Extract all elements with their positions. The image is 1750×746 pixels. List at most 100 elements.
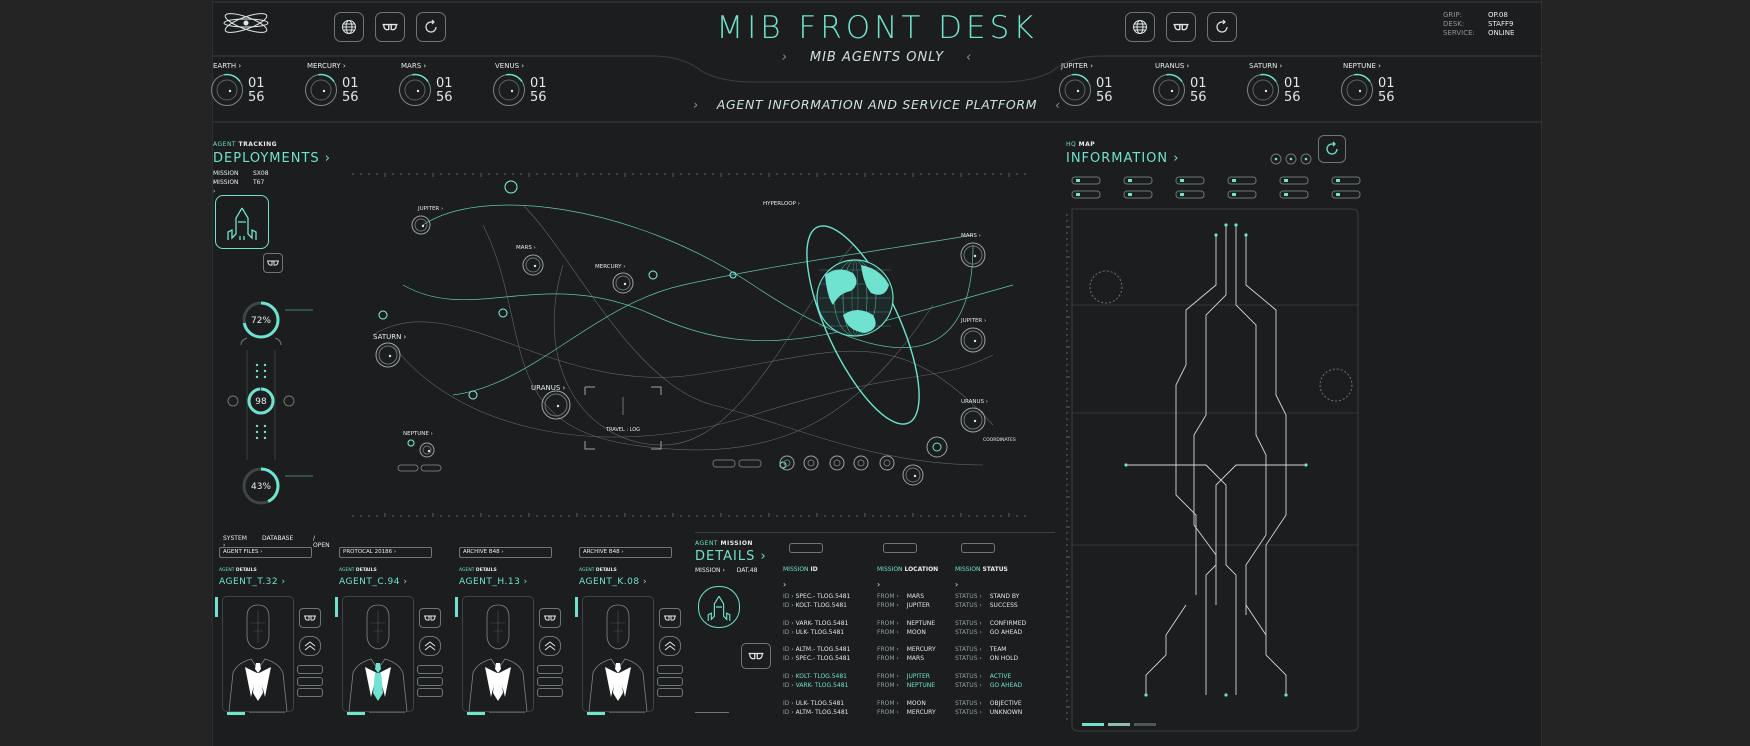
agent-toggle[interactable] xyxy=(657,677,683,686)
mission-ship-button[interactable] xyxy=(698,586,740,628)
map-label[interactable]: MARS › xyxy=(961,233,981,239)
map-toggle[interactable] xyxy=(712,459,736,468)
agent-toggle[interactable] xyxy=(657,665,683,674)
map-planet-marker[interactable] xyxy=(960,327,986,353)
agent-name-link[interactable]: AGENT_K.08 › xyxy=(579,577,648,587)
mission-filter-toggle[interactable] xyxy=(961,543,995,553)
breadcrumb-item[interactable]: SYSTEM › xyxy=(223,535,247,549)
map-control-knob[interactable] xyxy=(829,455,845,471)
planet-name-r0[interactable]: JUPITER › xyxy=(1061,62,1094,70)
map-label[interactable]: MARS › xyxy=(516,245,536,251)
hq-toggle[interactable] xyxy=(1071,190,1101,199)
mission-filter-toggle[interactable] xyxy=(789,543,823,553)
agent-rank-button[interactable] xyxy=(659,636,681,656)
table-header[interactable]: MISSION STATUS xyxy=(955,566,1008,573)
agent-toggle[interactable] xyxy=(537,688,563,697)
map-planet-marker[interactable] xyxy=(612,272,634,294)
planet-name-l2[interactable]: MARS › xyxy=(401,62,427,70)
map-control-knob[interactable] xyxy=(853,455,869,471)
agent-portrait-card[interactable] xyxy=(222,596,294,712)
agent-toggle[interactable] xyxy=(537,677,563,686)
refresh-button-right[interactable] xyxy=(1207,12,1237,42)
hq-toggle[interactable] xyxy=(1279,190,1309,199)
agent-rank-button[interactable] xyxy=(539,636,561,656)
planet-dial[interactable] xyxy=(398,73,432,107)
agent-file-tab[interactable]: AGENT FILES › xyxy=(219,547,312,558)
map-label[interactable]: URANUS › xyxy=(531,384,566,392)
map-toggle[interactable] xyxy=(738,459,762,468)
hq-toggle[interactable] xyxy=(1331,190,1361,199)
agent-toggle[interactable] xyxy=(417,688,443,697)
map-toggle[interactable] xyxy=(420,464,442,472)
globe-button-right[interactable] xyxy=(1125,12,1155,42)
planet-name-r3[interactable]: NEPTUNE › xyxy=(1343,62,1381,70)
agent-toggle[interactable] xyxy=(657,688,683,697)
details-title[interactable]: DETAILS › xyxy=(695,549,767,564)
agent-rank-button[interactable] xyxy=(419,636,441,656)
map-dial[interactable] xyxy=(926,436,948,458)
hq-toggle[interactable] xyxy=(1279,176,1309,185)
agent-portrait-card[interactable] xyxy=(582,596,654,712)
map-planet-marker[interactable] xyxy=(729,271,737,279)
table-header[interactable]: MISSION LOCATION xyxy=(877,566,939,573)
agent-toggle[interactable] xyxy=(417,677,443,686)
agent-file-tab[interactable]: PROTOCAL 20186 › xyxy=(339,547,432,558)
agent-toggle[interactable] xyxy=(537,665,563,674)
agent-name-link[interactable]: AGENT_T.32 › xyxy=(219,577,286,587)
map-toggle[interactable] xyxy=(397,464,419,472)
hq-control-dot[interactable] xyxy=(1270,153,1282,165)
hq-toggle[interactable] xyxy=(1123,176,1153,185)
agent-name-link[interactable]: AGENT_C.94 › xyxy=(339,577,408,587)
planet-dial[interactable] xyxy=(1152,73,1186,107)
planet-dial[interactable] xyxy=(304,73,338,107)
map-planet-marker[interactable] xyxy=(375,342,401,368)
mission-glasses-button[interactable] xyxy=(741,643,771,669)
map-label[interactable]: HYPERLOOP › xyxy=(763,201,800,207)
globe-button[interactable] xyxy=(334,12,364,42)
agent-file-tab[interactable]: ARCHIVE B48 › xyxy=(459,547,552,558)
map-planet-marker[interactable] xyxy=(378,310,388,320)
planet-dial[interactable] xyxy=(1246,73,1280,107)
planet-name-l1[interactable]: MERCURY › xyxy=(307,62,346,70)
planet-name-r2[interactable]: SATURN › xyxy=(1249,62,1283,70)
breadcrumb-item[interactable]: DATABASE xyxy=(262,535,294,542)
planet-dial[interactable] xyxy=(1058,73,1092,107)
agent-name-link[interactable]: AGENT_H.13 › xyxy=(459,577,528,587)
planet-name-r1[interactable]: URANUS › xyxy=(1155,62,1190,70)
map-label[interactable]: URANUS › xyxy=(961,399,988,405)
map-label[interactable]: JUPITER › xyxy=(417,206,443,212)
hq-toggle[interactable] xyxy=(1175,190,1205,199)
hq-refresh-button[interactable] xyxy=(1318,135,1346,163)
planet-name-l3[interactable]: VENUS › xyxy=(495,62,525,70)
hq-toggle[interactable] xyxy=(1227,176,1257,185)
map-control-knob[interactable] xyxy=(879,455,895,471)
hq-toggle[interactable] xyxy=(1331,176,1361,185)
hq-toggle[interactable] xyxy=(1123,190,1153,199)
planet-dial[interactable] xyxy=(492,73,526,107)
map-planet-marker[interactable] xyxy=(407,439,415,447)
map-planet-marker[interactable] xyxy=(960,242,986,268)
deployments-title[interactable]: DEPLOYMENTS › xyxy=(213,151,331,166)
map-planet-marker[interactable] xyxy=(960,407,986,433)
hq-control-dot[interactable] xyxy=(1285,153,1297,165)
map-control-knob[interactable] xyxy=(779,455,795,471)
map-label[interactable]: SATURN › xyxy=(373,333,407,341)
map-planet-marker[interactable] xyxy=(541,390,571,420)
hq-control-dot[interactable] xyxy=(1300,153,1312,165)
map-control-knob[interactable] xyxy=(803,455,819,471)
planet-dial[interactable] xyxy=(1340,73,1374,107)
map-label[interactable]: JUPITER › xyxy=(960,318,986,324)
glasses-button-right[interactable] xyxy=(1166,12,1196,42)
agent-portrait-card[interactable] xyxy=(462,596,534,712)
map-planet-marker[interactable] xyxy=(419,442,435,458)
hq-toggle[interactable] xyxy=(1175,176,1205,185)
information-title[interactable]: INFORMATION › xyxy=(1066,151,1180,166)
refresh-button[interactable] xyxy=(416,12,446,42)
hq-toggle[interactable] xyxy=(1071,176,1101,185)
map-planet-marker[interactable] xyxy=(468,390,478,400)
agent-toggle[interactable] xyxy=(297,688,323,697)
map-planet-marker[interactable] xyxy=(522,254,544,276)
agent-toggle[interactable] xyxy=(297,665,323,674)
ship-button[interactable] xyxy=(215,195,269,249)
map-planet-marker[interactable] xyxy=(411,215,431,235)
